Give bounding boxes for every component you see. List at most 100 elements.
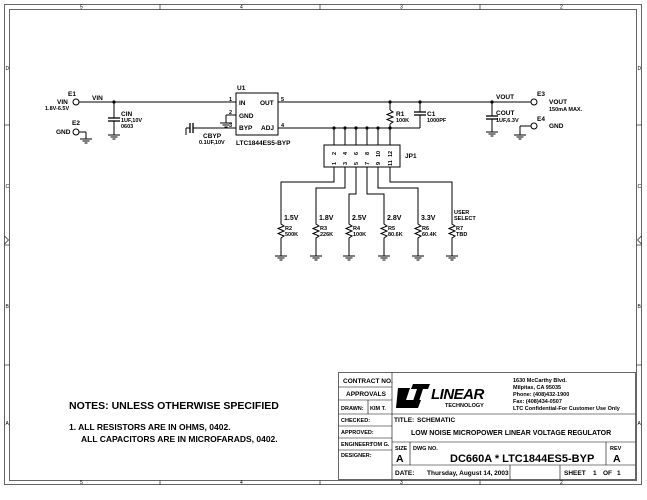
zone-row-b-left: B — [6, 304, 10, 310]
resistor-ref: R4 — [353, 226, 361, 232]
u1-pin3-num: 3 — [229, 123, 232, 129]
input-section: E1 VIN 1.8V-6.5V VIN E2 GND CIN 1UF,10V … — [45, 91, 236, 144]
confidential-note: LTC Confidential-For Customer Use Only — [513, 406, 621, 412]
vin-net-label: VIN — [92, 95, 103, 102]
u1-pin2-num: 2 — [229, 110, 232, 116]
resistor-value: 100K — [353, 232, 366, 238]
address-phone: Phone: (408)432-1900 — [513, 392, 569, 398]
u1-pin1-num: 1 — [229, 97, 232, 103]
notes-line-2: ALL CAPACITORS ARE IN MICROFARADS, 0402. — [81, 434, 278, 444]
output-section: COUT 1UF,6.3V VOUT E3 VOUT 150mA MAX. E4… — [486, 91, 583, 140]
jp1-pin-2: 2 — [332, 152, 338, 155]
zone-col-4-bottom: 4 — [240, 480, 243, 486]
voltage-label: 2.5V — [352, 215, 367, 222]
zone-row-a-left: A — [6, 421, 10, 427]
drawn-label: DRAWN: — [341, 406, 364, 412]
u1-pin-byp: BYP — [239, 125, 253, 132]
jp1-pin-1: 1 — [332, 162, 338, 165]
outer-border — [4, 4, 642, 485]
dwg-no-value: DC660A * LTC1844ES5-BYP — [450, 453, 594, 465]
u1-pin-gnd: GND — [239, 113, 254, 120]
vout-label: VOUT — [549, 99, 567, 106]
resistor-value: 80.6K — [388, 232, 403, 238]
notes: NOTES: UNLESS OTHERWISE SPECIFIED 1. ALL… — [69, 400, 279, 444]
jp1-ref: JP1 — [405, 153, 417, 160]
u1-ref: U1 — [237, 85, 246, 92]
cin-ref: CIN — [121, 111, 133, 118]
zone-markers: 5 4 3 2 5 4 3 2 D C B A D C B A — [4, 4, 642, 486]
user-select-label-1: USER — [454, 210, 469, 216]
zone-row-d-left: D — [6, 66, 10, 72]
ground-symbol — [486, 131, 498, 137]
date-label: DATE: — [395, 470, 414, 477]
zone-row-a-right: A — [638, 421, 642, 427]
jp1-pin-10: 10 — [376, 151, 382, 157]
contract-no-label: CONTRACT NO. — [343, 378, 393, 385]
jp1-body — [323, 144, 401, 168]
ground-symbol — [108, 134, 120, 140]
zone-col-2-top: 2 — [560, 5, 563, 11]
rev-value: A — [613, 453, 621, 465]
cin-value: 1UF,10V — [121, 118, 142, 124]
resistor-ref: R7 — [456, 226, 463, 232]
drawn-by: KIM T. — [370, 406, 386, 412]
dwg-no-label: DWG NO. — [413, 446, 438, 452]
cbyp-ref: CBYP — [203, 133, 222, 140]
u1-pin-adj: ADJ — [261, 125, 274, 132]
voltage-label: 1.8V — [319, 215, 334, 222]
approved-label: APPROVED: — [341, 430, 374, 436]
address-fax: Fax: (408)434-0507 — [513, 399, 562, 405]
ground-symbol — [514, 134, 526, 140]
feedback-network: R1 100K C1 1000PF — [332, 100, 447, 145]
zone-col-3-top: 3 — [400, 5, 403, 11]
jp1-pin-3: 3 — [343, 162, 349, 165]
title-block: CONTRACT NO. APPROVALS DRAWN: KIM T. CHE… — [338, 372, 636, 480]
rev-label: REV — [610, 446, 622, 452]
u1-pin4-num: 4 — [281, 123, 285, 129]
checked-label: CHECKED: — [341, 418, 370, 424]
notes-line-1: 1. ALL RESISTORS ARE IN OHMS, 0402. — [69, 422, 231, 432]
c1-ref: C1 — [427, 111, 436, 118]
r1-ref: R1 — [396, 111, 405, 118]
title-description: LOW NOISE MICROPOWER LINEAR VOLTAGE REGU… — [411, 430, 611, 437]
jp1-pin-8: 8 — [365, 152, 371, 155]
zone-col-5-bottom: 5 — [80, 480, 83, 486]
voltage-label: 2.8V — [387, 215, 402, 222]
e4-label: E4 — [537, 116, 545, 123]
resistor-ref: R6 — [422, 226, 429, 232]
jp1-pin-9: 9 — [376, 162, 382, 165]
e2-label: E2 — [72, 120, 80, 127]
jp1-pin-4: 4 — [343, 151, 349, 155]
resistor-value: 60.4K — [422, 232, 437, 238]
address-line-2: Milpitas, CA 95035 — [513, 385, 561, 391]
resistor-ref: R2 — [285, 226, 292, 232]
u1-regulator: U1 IN GND BYP OUT ADJ 1 2 3 5 4 LTC1844E… — [185, 85, 531, 147]
zone-row-d-right: D — [638, 66, 642, 72]
sheet-total: 1 — [617, 470, 621, 477]
zone-row-c-left: C — [6, 184, 10, 190]
resistor-ref: R3 — [320, 226, 327, 232]
vout-net-label: VOUT — [496, 94, 514, 101]
zone-row-b-right: B — [638, 304, 642, 310]
resistor-symbol — [344, 218, 354, 256]
cout-value: 1UF,6.3V — [496, 118, 519, 124]
sheet-label: SHEET — [564, 470, 586, 477]
jp1-pin-6: 6 — [354, 152, 360, 155]
sheet-of: OF — [603, 470, 612, 477]
resistor-value: TBD — [456, 232, 467, 238]
e4-terminal — [530, 122, 538, 130]
jp1-pin-11: 11 — [388, 160, 394, 166]
zone-col-4-top: 4 — [240, 5, 243, 11]
resistor-value: 226K — [320, 232, 333, 238]
notes-heading: NOTES: UNLESS OTHERWISE SPECIFIED — [69, 400, 279, 412]
title-label: TITLE: — [394, 417, 414, 424]
resistor-symbol — [379, 218, 389, 256]
input-gnd-label: GND — [56, 129, 71, 136]
zone-col-3-bottom: 3 — [400, 480, 403, 486]
engineer-name: TOM G. — [370, 442, 390, 448]
